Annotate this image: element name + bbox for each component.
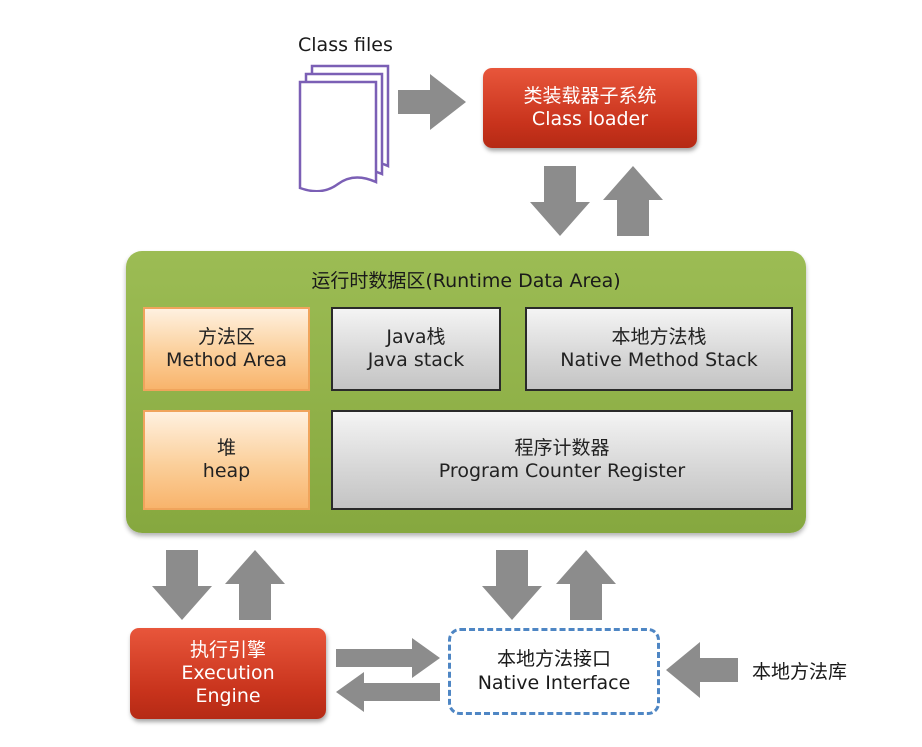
java-stack-zh: Java栈 xyxy=(386,325,446,348)
java-stack-en: Java stack xyxy=(367,349,465,371)
heap-zh: 堆 xyxy=(216,436,236,459)
class-files-label: Class files xyxy=(298,34,393,56)
arrow-down-runtime-to-execution-engine xyxy=(152,550,212,620)
execution-engine-zh: 执行引擎 xyxy=(189,638,266,661)
native-interface-zh: 本地方法接口 xyxy=(496,648,611,671)
execution-engine-en-line2: Engine xyxy=(195,685,261,708)
native-library-label: 本地方法库 xyxy=(752,661,848,683)
heap-box: 堆 heap xyxy=(143,410,310,510)
class-files-document-icon xyxy=(298,64,390,192)
class-loader-zh: 类装载器子系统 xyxy=(523,84,657,107)
arrow-up-execution-engine-to-runtime xyxy=(225,550,285,620)
program-counter-register-en: Program Counter Register xyxy=(438,460,686,482)
native-method-stack-zh: 本地方法栈 xyxy=(611,325,707,348)
arrow-execution-engine-to-native-interface xyxy=(336,638,440,678)
method-area-en: Method Area xyxy=(165,349,288,371)
execution-engine-en-line1: Execution xyxy=(181,661,275,684)
execution-engine-box: 执行引擎 Execution Engine xyxy=(130,628,326,719)
arrow-to-class-loader xyxy=(398,74,466,130)
arrow-native-library-to-native-interface xyxy=(666,642,738,698)
class-loader-box: 类装载器子系统 Class loader xyxy=(483,68,697,148)
arrow-up-native-interface-to-runtime xyxy=(556,550,616,620)
arrow-native-interface-to-execution-engine xyxy=(336,672,440,712)
native-interface-box: 本地方法接口 Native Interface xyxy=(448,628,660,715)
program-counter-register-zh: 程序计数器 xyxy=(514,436,610,459)
native-interface-en: Native Interface xyxy=(477,671,631,694)
java-stack-box: Java栈 Java stack xyxy=(331,307,501,391)
method-area-zh: 方法区 xyxy=(197,325,255,348)
runtime-data-area-title: 运行时数据区(Runtime Data Area) xyxy=(311,270,621,292)
native-method-stack-en: Native Method Stack xyxy=(560,349,758,371)
arrow-down-class-loader-to-runtime xyxy=(530,166,590,236)
arrow-down-runtime-to-native-interface xyxy=(482,550,542,620)
class-loader-en: Class loader xyxy=(531,108,649,130)
native-method-stack-box: 本地方法栈 Native Method Stack xyxy=(525,307,793,391)
method-area-box: 方法区 Method Area xyxy=(143,307,310,391)
arrow-up-runtime-to-class-loader xyxy=(603,166,663,236)
program-counter-register-box: 程序计数器 Program Counter Register xyxy=(331,410,793,510)
heap-en: heap xyxy=(202,460,251,482)
